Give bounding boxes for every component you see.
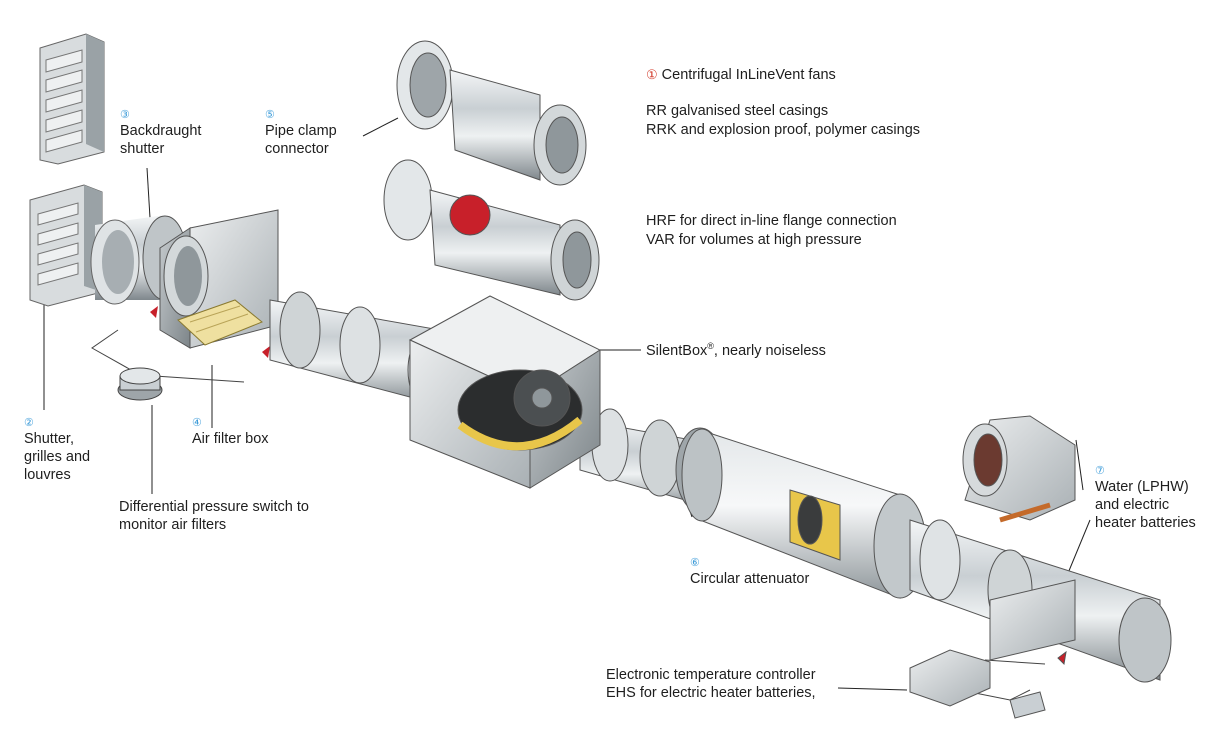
number-badge: ⑤ xyxy=(265,109,275,121)
label-fans-var: VAR for volumes at high pressure xyxy=(646,232,862,248)
silentbox-rest: , nearly noiseless xyxy=(713,343,826,359)
label-pressure-switch: Differential pressure switch to monitor … xyxy=(119,498,309,534)
label-fans-hrf: HRF for direct in-line flange connection xyxy=(646,213,897,229)
label-temperature-controller: Electronic temperature controller EHS fo… xyxy=(606,666,816,702)
temp-controller-line1: Electronic temperature controller xyxy=(606,667,816,683)
silentbox-name: SilentBox xyxy=(646,343,708,359)
silentbox-icon xyxy=(408,295,602,489)
backdraught-line1: Backdraught xyxy=(120,123,202,139)
temp-controller-line2: EHS for electric heater batteries, xyxy=(606,685,816,701)
shutter-grille xyxy=(29,184,103,307)
temperature-controller-icon xyxy=(909,649,1046,719)
number-badge: ① xyxy=(646,67,658,82)
airflow-arrow-icon xyxy=(1057,650,1067,666)
pipe-clamp-line1: Pipe clamp xyxy=(265,123,337,139)
registered-mark: ® xyxy=(707,341,714,352)
label-fans-rrk: RRK and explosion proof, polymer casings xyxy=(646,122,921,138)
label-shutter-grilles: ② Shutter, grilles and louvres xyxy=(24,416,90,484)
number-badge: ⑦ xyxy=(1095,465,1105,477)
number-badge: ② xyxy=(24,417,34,429)
airflow-arrow-icon xyxy=(150,306,158,318)
air-filter-box xyxy=(150,209,279,358)
heater-line3: heater batteries xyxy=(1095,515,1196,531)
louvre-grille-top xyxy=(39,33,105,165)
heater-line1: Water (LPHW) xyxy=(1095,479,1189,495)
label-silentbox: SilentBox®, nearly noiseless xyxy=(646,342,826,360)
pressure-switch-icon xyxy=(117,367,163,401)
label-air-filter-box: ④ Air filter box xyxy=(192,416,269,448)
number-badge: ⑥ xyxy=(690,557,700,569)
heater-battery-icon xyxy=(962,415,1076,523)
pressure-switch-line2: monitor air filters xyxy=(119,517,227,533)
label-attenuator: ⑥ Circular attenuator xyxy=(690,556,809,588)
downstream-duct xyxy=(909,519,1172,683)
fans-title: Centrifugal InLineVent fans xyxy=(661,67,836,83)
label-pipe-clamp: ⑤ Pipe clamp connector xyxy=(265,108,337,158)
heater-line2: and electric xyxy=(1095,497,1170,513)
shutter-line3: louvres xyxy=(24,467,71,483)
number-badge: ④ xyxy=(192,417,202,429)
pressure-switch-line1: Differential pressure switch to xyxy=(119,499,309,515)
number-badge: ③ xyxy=(120,109,130,121)
label-backdraught-shutter: ③ Backdraught shutter xyxy=(120,108,201,158)
label-heater: ⑦ Water (LPHW) and electric heater batte… xyxy=(1095,464,1196,532)
pipe-clamp-line2: connector xyxy=(265,141,329,157)
label-fans-rr: RR galvanised steel casings xyxy=(646,103,829,119)
attenuator-text: Circular attenuator xyxy=(690,571,810,587)
backdraught-line2: shutter xyxy=(120,141,165,157)
shutter-line2: grilles and xyxy=(24,449,91,465)
airflow-arrow-icon xyxy=(262,346,270,358)
air-filter-text: Air filter box xyxy=(192,431,269,447)
shutter-line1: Shutter, xyxy=(24,431,74,447)
fan-hrf-icon xyxy=(383,159,600,301)
fan-rr-icon xyxy=(396,40,587,186)
